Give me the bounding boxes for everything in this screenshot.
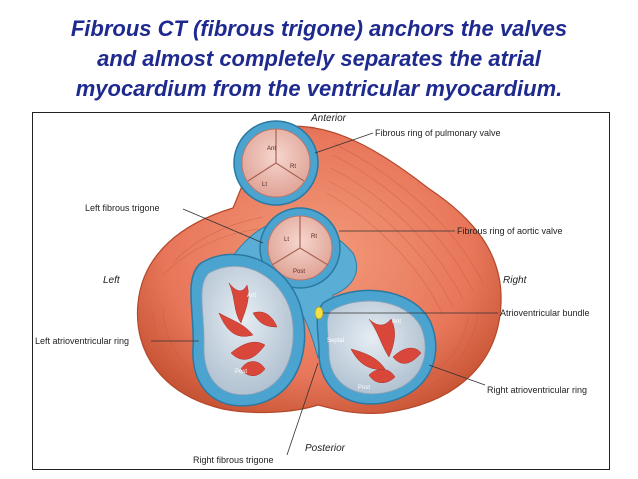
tricuspid-cusp-septal: Septal (327, 338, 344, 344)
callout-aortic-ring: Fibrous ring of aortic valve (457, 226, 563, 236)
pulmonary-cusp-lt: Lt (262, 182, 267, 188)
aortic-cusp-lt: Lt (284, 237, 289, 243)
mitral-cusp-ant: Ant (247, 293, 256, 299)
callout-pulmonary-ring: Fibrous ring of pulmonary valve (375, 128, 501, 138)
av-bundle-marker (314, 306, 324, 320)
title-line-2: and almost completely separates the atri… (97, 46, 541, 71)
callout-left-av-ring: Left atrioventricular ring (35, 336, 129, 346)
aortic-cusp-rt: Rt (311, 234, 317, 240)
slide-title: Fibrous CT (fibrous trigone) anchors the… (0, 14, 638, 104)
callout-right-av-ring: Right atrioventricular ring (487, 385, 587, 395)
callout-right-trigone: Right fibrous trigone (193, 455, 274, 465)
label-right: Right (503, 275, 528, 286)
title-line-1: Fibrous CT (fibrous trigone) anchors the… (70, 16, 568, 41)
callout-av-bundle: Atrioventricular bundle (500, 308, 590, 318)
pulmonary-cusp-rt: Rt (290, 164, 296, 170)
pulmonary-valve: Ant Rt Lt (233, 120, 319, 206)
mitral-cusp-post: Post (235, 369, 247, 375)
callout-left-trigone: Left fibrous trigone (85, 203, 160, 213)
aortic-valve: Lt Rt Post (259, 207, 341, 289)
mitral-chordae (218, 282, 278, 376)
tricuspid-cusp-post: Post (358, 385, 370, 391)
label-posterior: Posterior (305, 443, 346, 454)
tricuspid-chordae (350, 318, 422, 383)
tricuspid-valve: Ant Septal Post (316, 289, 437, 405)
aortic-cusp-post: Post (293, 269, 305, 275)
title-line-3: myocardium from the ventricular myocardi… (75, 76, 563, 101)
label-left: Left (103, 275, 121, 286)
mitral-valve: Ant Post (190, 253, 306, 407)
heart-valves-figure: Ant Rt Lt Lt Rt Post Ant Post (32, 112, 610, 470)
callout-leaders (151, 132, 498, 456)
pulmonary-cusp-ant: Ant (267, 146, 276, 152)
tricuspid-cusp-ant: Ant (392, 319, 401, 325)
label-anterior: Anterior (310, 113, 347, 124)
heart-base-illustration: Ant Rt Lt Lt Rt Post Ant Post (35, 113, 590, 465)
